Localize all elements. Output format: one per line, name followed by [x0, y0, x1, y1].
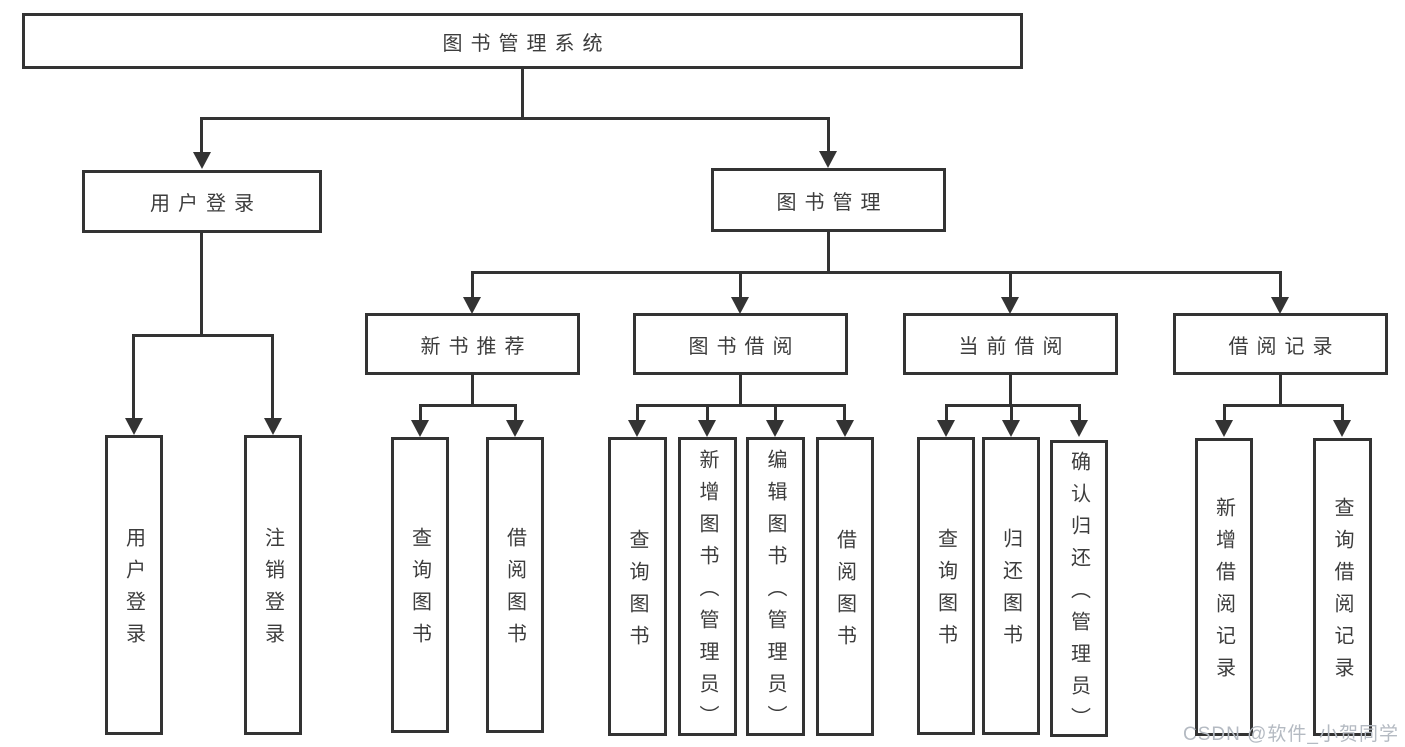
arrow-down-icon: [506, 420, 524, 437]
arrow-down-icon: [463, 297, 481, 314]
connector-drop-borrow-books-rec: [514, 404, 517, 422]
leaf-borrow-books-rec: 借阅图书: [486, 437, 544, 733]
arrow-down-icon: [937, 420, 955, 437]
connector-drop-confirm-return: [1078, 404, 1081, 422]
arrow-down-icon: [125, 418, 143, 435]
leaf-user-login: 用户登录: [105, 435, 163, 735]
connector-rec-stem: [471, 374, 474, 407]
connector-drop-return-books: [1010, 404, 1013, 422]
node-library-management-system: 图书管理系统: [22, 13, 1023, 69]
connector-drop-add-record: [1223, 404, 1226, 422]
connector-bookmgmt-stem: [827, 231, 830, 273]
arrow-down-icon: [193, 152, 211, 169]
leaf-add-borrow-record: 新增借阅记录: [1195, 438, 1253, 736]
leaf-add-books-admin: 新增图书（管理员）: [678, 437, 737, 737]
leaf-edit-books-admin: 编辑图书（管理员）: [746, 437, 805, 737]
connector-drop-edit-books: [774, 404, 777, 422]
arrow-down-icon: [1271, 297, 1289, 314]
connector-drop-query-books-rec: [419, 404, 422, 422]
connector-borrow-stem: [739, 374, 742, 407]
connector-drop-query-books-borrow: [636, 404, 639, 422]
connector-drop-book-mgmt: [827, 117, 830, 153]
connector-userlogin-branch: [132, 334, 274, 337]
arrow-down-icon: [766, 420, 784, 437]
connector-current-stem: [1009, 374, 1012, 407]
connector-root-branch: [200, 117, 830, 120]
node-label: 图书管理: [776, 191, 889, 214]
connector-records-branch: [1223, 404, 1344, 407]
leaf-confirm-return-admin: 确认归还（管理员）: [1050, 440, 1108, 739]
arrow-down-icon: [411, 420, 429, 437]
node-label: 用户登录: [150, 193, 262, 215]
arrow-down-icon: [628, 420, 646, 437]
connector-drop-query-record: [1341, 404, 1344, 422]
connector-drop-logout: [271, 334, 274, 419]
arrow-down-icon: [698, 420, 716, 437]
leaf-query-books-borrow: 查询图书: [608, 437, 667, 736]
connector-drop-new-book-rec: [471, 271, 474, 298]
arrow-down-icon: [731, 297, 749, 314]
leaf-label: 新增借阅记录: [1212, 497, 1235, 689]
node-label: 图书借阅: [688, 335, 801, 358]
arrow-down-icon: [1333, 420, 1351, 437]
leaf-query-books-current: 查询图书: [917, 437, 975, 735]
node-book-borrowing: 图书借阅: [633, 313, 848, 375]
leaf-label: 查询图书: [626, 528, 648, 657]
leaf-label: 查询借阅记录: [1331, 497, 1353, 689]
node-borrow-records: 借阅记录: [1173, 313, 1388, 375]
leaf-query-borrow-record: 查询借阅记录: [1313, 438, 1372, 736]
arrow-down-icon: [836, 420, 854, 437]
connector-borrow-branch: [636, 404, 846, 407]
arrow-down-icon: [1002, 420, 1020, 437]
arrow-down-icon: [1215, 420, 1233, 437]
connector-drop-query-books-current: [945, 404, 948, 422]
connector-drop-borrow-records: [1279, 271, 1282, 298]
node-new-book-recommend: 新书推荐: [365, 313, 580, 375]
leaf-label: 编辑图书（管理员）: [764, 448, 786, 737]
connector-rec-branch: [419, 404, 517, 407]
arrow-down-icon: [819, 151, 837, 168]
node-label: 图书管理系统: [442, 32, 611, 55]
arrow-down-icon: [1001, 297, 1019, 314]
leaf-label: 用户登录: [122, 527, 145, 655]
leaf-return-books: 归还图书: [982, 437, 1040, 735]
leaf-borrow-books: 借阅图书: [816, 437, 874, 736]
leaf-query-books-rec: 查询图书: [391, 437, 449, 733]
leaf-label: 确认归还（管理员）: [1067, 450, 1090, 739]
leaf-label: 借阅图书: [503, 527, 526, 655]
connector-drop-add-books: [706, 404, 709, 422]
arrow-down-icon: [264, 418, 282, 435]
connector-root-stem: [521, 68, 524, 119]
leaf-label: 查询图书: [934, 528, 957, 656]
connector-current-branch: [945, 404, 1081, 407]
node-user-login: 用户登录: [82, 170, 322, 233]
leaf-label: 查询图书: [408, 527, 431, 655]
connector-userlogin-stem: [200, 232, 203, 337]
leaf-label: 新增图书（管理员）: [696, 448, 718, 737]
leaf-label: 借阅图书: [833, 528, 856, 657]
connector-records-stem: [1279, 374, 1282, 407]
csdn-watermark: CSDN @软件_小贺同学: [1183, 724, 1399, 745]
connector-bookmgmt-branch: [471, 271, 1282, 274]
arrow-down-icon: [1070, 420, 1088, 437]
connector-drop-borrow-books: [843, 404, 846, 422]
node-label: 当前借阅: [958, 335, 1071, 358]
connector-drop-user-login: [200, 117, 203, 153]
connector-drop-current-borrow: [1009, 271, 1012, 298]
leaf-label: 注销登录: [261, 527, 284, 655]
node-current-borrowing: 当前借阅: [903, 313, 1118, 375]
leaf-logout: 注销登录: [244, 435, 302, 735]
leaf-label: 归还图书: [999, 528, 1022, 656]
connector-drop-user-login-v: [132, 334, 135, 419]
connector-drop-book-borrow: [739, 271, 742, 298]
node-label: 新书推荐: [420, 335, 533, 358]
node-label: 借阅记录: [1228, 335, 1341, 358]
node-book-management: 图书管理: [711, 168, 946, 232]
